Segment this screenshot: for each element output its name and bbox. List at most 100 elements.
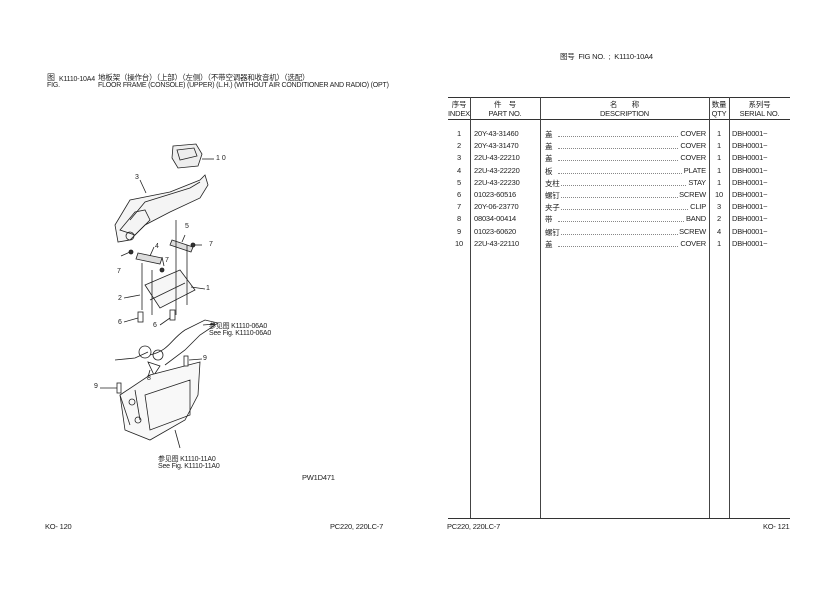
column-divider [709,97,710,518]
row-serial: DBH0001~ [732,226,768,236]
table-row: 8 08034-00414 带 BAND 2 DBH0001~ [448,214,788,226]
row-part-number: 20Y-43-31470 [474,141,519,151]
row-qty: 4 [717,226,721,236]
right-model: PC220, 220LC-7 [447,522,501,531]
callout-5: 5 [185,223,189,230]
row-leader-dots [558,202,706,211]
row-qty: 2 [717,214,721,224]
callout-7a: 7 [209,241,213,248]
row-index: 7 [457,202,461,212]
table-row: 10 22U-43-22110 盖 COVER 1 DBH0001~ [448,238,788,251]
reference-1-cn: 参见图 K1110-06A0 [209,323,268,330]
column-divider [540,97,541,518]
console-cover-part-3 [114,174,209,243]
reference-2-cn: 参见图 K1110-11A0 [158,456,216,463]
row-description: SCREW [678,190,706,199]
floor-frame [119,361,201,441]
column-divider [729,97,730,518]
row-name-cn: 板 [545,165,554,177]
row-serial: DBH0001~ [732,238,768,248]
row-leader-dots [558,214,706,223]
row-description: COVER [679,129,706,138]
header-desc-en: DESCRIPTION [599,109,650,118]
row-serial: DBH0001~ [732,177,768,187]
table-bottom-rule [448,518,790,519]
row-qty: 1 [717,141,721,151]
row-part-number: 22U-43-22110 [474,238,519,248]
callout-3: 3 [135,174,139,181]
row-description: COVER [679,153,706,163]
row-qty: 1 [717,165,721,175]
reference-2-en: See Fig. K1110-11A0 [158,463,220,470]
row-index: 4 [457,165,461,175]
row-description: COVER [679,238,706,248]
row-leader-dots [558,239,706,247]
row-description: CLIP [689,202,706,212]
row-name-cn: 盖 [545,238,554,250]
row-qty: 1 [717,129,721,138]
row-serial: DBH0001~ [732,202,768,212]
callout-2: 2 [118,295,122,302]
callout-8: 8 [147,375,151,382]
row-part-number: 20Y-06-23770 [474,202,519,212]
row-qty: 3 [717,202,721,212]
callout-10: 10 [216,155,228,162]
figure-title-cn: 地板架（操作台）（上部）（左侧）（不带空调器和收音机）（选配） [98,73,310,82]
reference-1-en: See Fig. K1110-06A0 [209,330,272,337]
row-part-number: 08034-00414 [474,214,517,224]
row-qty: 1 [717,153,721,163]
header-qty-en: QTY [711,109,727,118]
row-description: BAND [684,214,706,224]
callout-1: 1 [206,285,210,292]
row-name-cn: 夹子 [545,202,561,214]
callout-6a: 6 [118,319,122,326]
callout-9b: 9 [94,383,98,390]
row-qty: 1 [717,238,721,248]
callout-7c: 7 [117,268,121,275]
figure-title-en: FLOOR FRAME (CONSOLE) (UPPER) (L.H.) (WI… [98,82,389,89]
row-description: STAY [687,177,706,187]
table-row: 7 20Y-06-23770 夹子 CLIP 3 DBH0001~ [448,202,788,214]
header-part-cn: 件 号 [494,100,516,109]
row-description: PLATE [682,165,706,175]
row-part-number: 22U-43-22220 [474,165,520,175]
header-serial-cn: 系列号 [748,100,771,109]
row-serial: DBH0001~ [732,190,768,199]
header-index-en: INDEX [448,109,470,118]
column-divider [470,97,471,518]
left-page-number: KO- 120 [45,522,72,531]
row-description: COVER [679,141,706,151]
row-name-cn: 盖 [545,153,554,165]
row-index: 6 [457,190,461,199]
table-header-rule [448,119,790,120]
callout-7b: 7 [165,257,169,264]
row-index: 1 [457,129,461,138]
row-qty: 1 [717,177,721,187]
row-leader-dots [558,227,706,235]
row-name-cn: 带 [545,214,554,226]
fig-label-en: FIG. [47,82,60,89]
callout-9a: 9 [203,355,207,362]
row-serial: DBH0001~ [732,129,768,138]
row-serial: DBH0001~ [732,214,768,224]
callout-4: 4 [155,243,159,250]
right-page-number: KO- 121 [763,522,790,531]
row-part-number: 01023-60620 [474,226,517,236]
callout-6b: 6 [153,322,157,329]
drawing-number: PW1D471 [302,473,335,482]
row-name-cn: 盖 [545,141,554,153]
table-top-rule [448,97,790,98]
row-index: 10 [455,238,463,248]
row-index: 8 [457,214,461,224]
row-description: SCREW [678,226,706,236]
